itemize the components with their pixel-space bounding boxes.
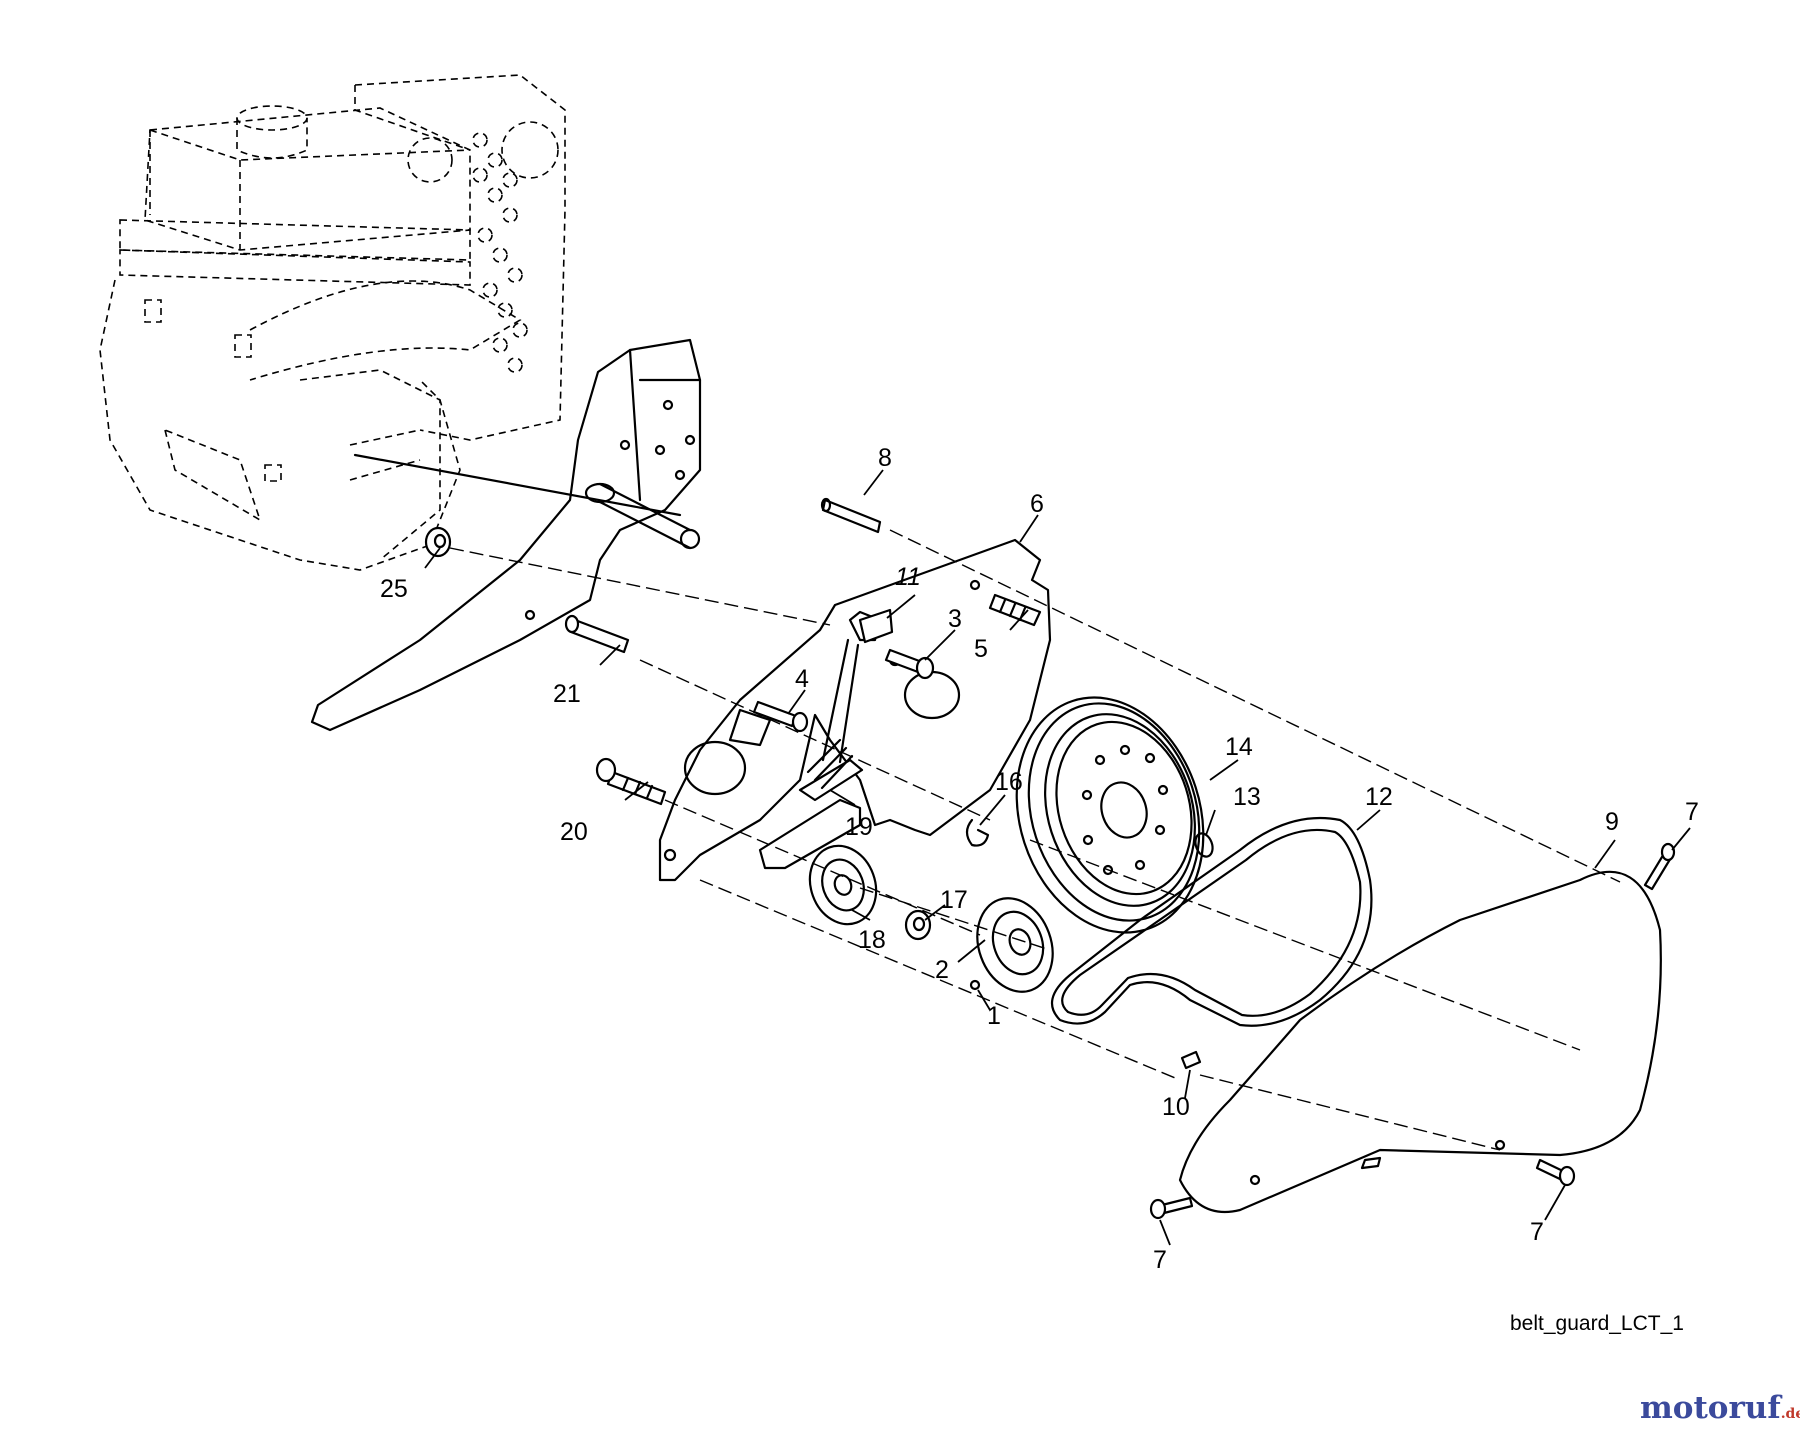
callout-1: 1 (987, 1002, 1001, 1030)
callout-14: 14 (1225, 733, 1253, 761)
callout-11: 11 (895, 563, 921, 591)
pin-21 (564, 614, 630, 654)
callout-7-right: 7 (1530, 1218, 1544, 1246)
bolt-20 (595, 757, 667, 806)
bolt-5 (969, 579, 1042, 627)
bolt-4 (752, 700, 809, 733)
nut-17 (904, 909, 932, 941)
callout-7-left: 7 (1153, 1246, 1167, 1274)
callout-20: 20 (560, 818, 588, 846)
callout-16: 16 (995, 768, 1023, 796)
svg-text:motoruf.de: motoruf.de (1640, 1390, 1800, 1426)
frame-bracket (310, 338, 702, 732)
callout-numbers: 8 6 11 3 5 4 21 20 25 19 16 14 13 12 9 7… (380, 444, 1699, 1274)
belt-guard-cover-9 (1178, 870, 1662, 1214)
callout-7-top: 7 (1685, 798, 1699, 826)
callout-13: 13 (1233, 783, 1261, 811)
engine-pulley-2 (969, 897, 1054, 993)
callout-9: 9 (1605, 808, 1619, 836)
alignment-lines (449, 529, 1621, 1151)
callout-4: 4 (795, 665, 809, 693)
nut-25 (424, 526, 452, 558)
watermark-text-main: motoruf (1640, 1390, 1782, 1426)
screw-7-top (1643, 842, 1676, 891)
callout-2: 2 (935, 956, 949, 984)
callout-3: 3 (948, 605, 962, 633)
callout-18: 18 (858, 926, 886, 954)
bolt-3 (884, 648, 935, 680)
motoruf-watermark: motoruf.de (1640, 1390, 1800, 1426)
callout-25: 25 (380, 575, 408, 603)
callout-17: 17 (940, 886, 968, 914)
leader-lines (424, 469, 1691, 1246)
watermark-text-tld: .de (1781, 1406, 1800, 1422)
callout-5: 5 (974, 635, 988, 663)
idler-pulley-18 (808, 844, 878, 926)
callout-19: 19 (845, 813, 873, 841)
pin-8 (820, 497, 882, 534)
screw-7-right (1535, 1158, 1576, 1187)
callout-21: 21 (553, 680, 581, 708)
decal-10 (1180, 1050, 1202, 1070)
engine-phantom (99, 74, 566, 571)
washer-13 (1194, 832, 1214, 858)
callout-12: 12 (1365, 783, 1393, 811)
callout-10: 10 (1162, 1093, 1190, 1121)
screw-7-left (1149, 1196, 1194, 1220)
large-pulley-14 (1015, 696, 1205, 934)
drive-belt-12 (1050, 816, 1373, 1027)
callout-8: 8 (878, 444, 892, 472)
callout-6: 6 (1030, 490, 1044, 518)
clip-16 (965, 818, 990, 847)
bracket-11 (858, 608, 894, 644)
diagram-caption: belt_guard_LCT_1 (1510, 1312, 1684, 1335)
